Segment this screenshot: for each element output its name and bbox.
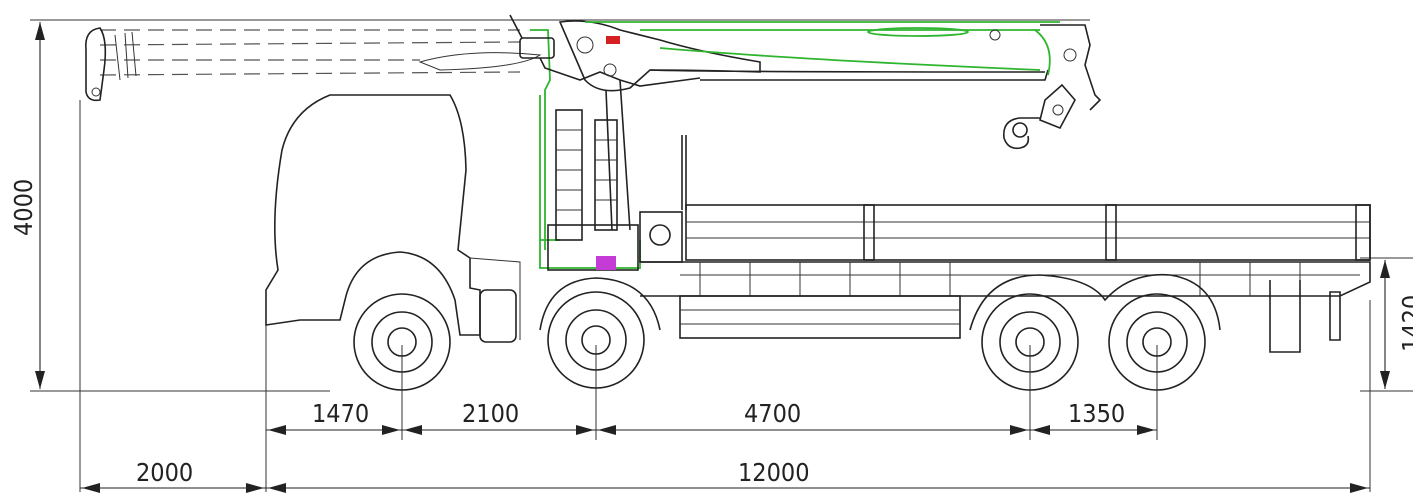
fuel-tank <box>479 289 517 343</box>
wheel-second <box>547 291 645 389</box>
cab <box>265 94 521 343</box>
wheel-front <box>353 293 451 391</box>
crane-column <box>530 29 687 271</box>
fenders <box>539 273 1221 331</box>
wheel-third <box>981 293 1079 391</box>
crane-boom <box>509 14 1102 130</box>
height-4000-label: 4000 <box>9 179 38 236</box>
dimension-platform-height: 1420 <box>1380 260 1413 389</box>
crane-reach-2000-label: 2000 <box>136 458 193 487</box>
cargo-platform <box>640 204 1371 353</box>
operator-seat <box>519 37 555 59</box>
crane-stowed-outline <box>84 27 542 102</box>
dimension-overall-height: 4000 <box>9 22 45 389</box>
overall-length-12000-label: 12000 <box>738 458 810 487</box>
crane-hook-icon <box>1003 117 1040 150</box>
dimension-row-overall: 2000 12000 <box>80 458 1370 493</box>
wheel-rear <box>1108 293 1206 391</box>
extension-lines <box>30 19 1413 492</box>
wheelbase-4700-label: 4700 <box>744 399 801 428</box>
front-overhang-1470-label: 1470 <box>312 399 369 428</box>
dimension-row-axles: 1470 2100 4700 1350 <box>266 399 1157 435</box>
height-1420-label: 1420 <box>1397 295 1413 352</box>
wheelbase-2100-label: 2100 <box>462 399 519 428</box>
hydraulic-tank <box>596 256 616 270</box>
axle-spacing-1350-label: 1350 <box>1068 399 1125 428</box>
ladder <box>555 109 583 241</box>
